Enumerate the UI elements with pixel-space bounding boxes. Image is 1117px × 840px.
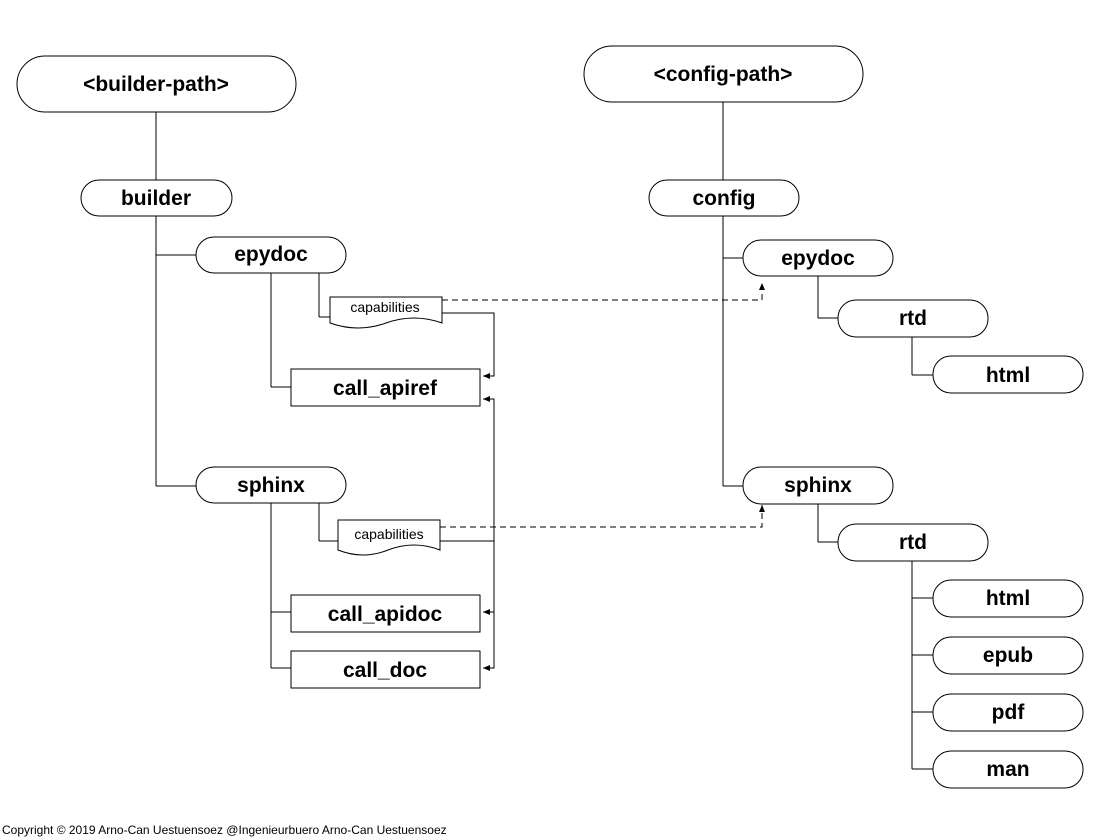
copyright-notice: Copyright © 2019 Arno-Can Uestuensoez @I… (2, 823, 447, 837)
builder-epydoc-node: epydoc (195, 236, 347, 274)
format-label: html (986, 587, 1030, 610)
call-apidoc-box: call_apidoc (290, 594, 481, 633)
epydoc-capabilities-document: capabilities (329, 296, 443, 329)
format-label: epub (983, 644, 1033, 667)
config-epydoc-rtd-html-node: html (932, 355, 1084, 394)
call-doc-label: call_doc (343, 659, 427, 682)
config-epydoc-node: epydoc (742, 239, 894, 277)
config-node: config (648, 179, 800, 217)
call-apiref-label: call_apiref (333, 377, 438, 400)
config-sphinx-node: sphinx (742, 466, 894, 505)
call-apidoc-label: call_apidoc (328, 603, 443, 626)
config-epydoc-rtd-label: rtd (899, 307, 927, 330)
config-path-node: <config-path> (583, 45, 864, 103)
capabilities-to-doc-arrow (483, 612, 495, 671)
config-label: config (693, 187, 756, 210)
builder-label: builder (121, 187, 191, 210)
format-node-epub: epub (932, 636, 1084, 675)
call-doc-box: call_doc (290, 650, 481, 689)
builder-epydoc-label: epydoc (234, 243, 308, 266)
format-node-html: html (932, 579, 1084, 618)
config-epydoc-rtd-node: rtd (837, 299, 989, 338)
config-path-label: <config-path> (654, 63, 793, 86)
builder-node: builder (80, 179, 233, 217)
capabilities-to-apiref-arrow (440, 396, 495, 542)
sphinx-capabilities-label: capabilities (354, 526, 423, 542)
builder-sphinx-label: sphinx (237, 474, 305, 497)
builder-path-node: <builder-path> (16, 55, 297, 113)
dashed-link-sphinx (440, 505, 765, 528)
format-node-pdf: pdf (932, 693, 1084, 732)
call-apiref-box: call_apiref (290, 368, 481, 407)
format-label: pdf (992, 701, 1026, 724)
builder-sphinx-node: sphinx (195, 466, 347, 504)
config-sphinx-label: sphinx (784, 474, 852, 497)
config-sphinx-rtd-node: rtd (837, 523, 989, 562)
capabilities-to-apidoc-arrow (483, 541, 495, 615)
config-sphinx-rtd-label: rtd (899, 531, 927, 554)
dashed-link-epydoc (442, 283, 765, 301)
capabilities-to-apiref-arrow (442, 312, 495, 379)
format-node-man: man (932, 750, 1084, 789)
config-epydoc-rtd-html-label: html (986, 364, 1030, 387)
format-label: man (986, 758, 1029, 781)
epydoc-capabilities-label: capabilities (350, 299, 419, 315)
builder-path-label: <builder-path> (83, 73, 229, 96)
config-epydoc-label: epydoc (781, 247, 855, 270)
sphinx-capabilities-document: capabilities (337, 519, 441, 556)
